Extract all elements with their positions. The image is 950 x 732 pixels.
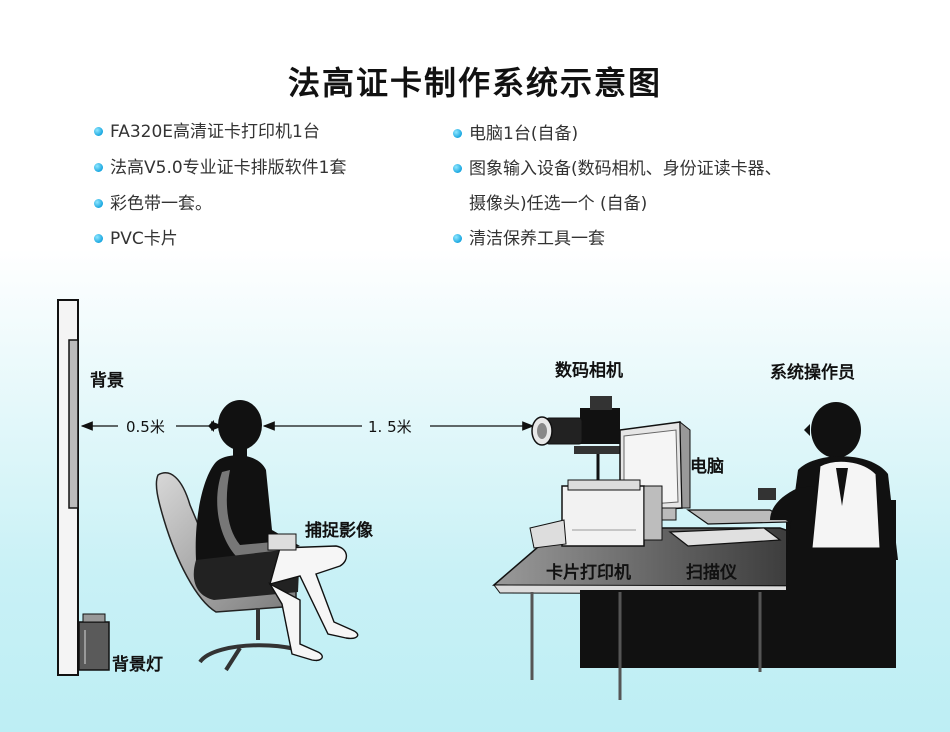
card-printer-icon bbox=[529, 479, 663, 549]
equipment-item: 清洁保养工具一套 bbox=[469, 229, 605, 249]
equipment-item-continued: 摄像头)任选一个 (自备) bbox=[469, 194, 648, 214]
label-computer: 电脑 bbox=[690, 457, 724, 477]
equipment-item: PVC卡片 bbox=[110, 229, 178, 249]
equipment-item: 图象输入设备(数码相机、身份证读卡器、 bbox=[469, 159, 782, 179]
label-capture-image: 捕捉影像 bbox=[305, 521, 373, 541]
camera-icon bbox=[531, 396, 620, 492]
bullet-icon bbox=[453, 164, 462, 173]
backdrop-board bbox=[57, 299, 79, 676]
background-light-icon bbox=[78, 613, 110, 671]
label-background-light: 背景灯 bbox=[112, 655, 163, 675]
bullet-icon bbox=[94, 234, 103, 243]
label-scanner: 扫描仪 bbox=[686, 563, 737, 583]
equipment-item: 彩色带一套。 bbox=[110, 194, 212, 214]
equipment-item: 法高V5.0专业证卡排版软件1套 bbox=[110, 158, 347, 178]
label-background: 背景 bbox=[90, 371, 124, 391]
bullet-icon bbox=[94, 127, 103, 136]
page-title: 法高证卡制作系统示意图 bbox=[287, 64, 662, 102]
bullet-icon bbox=[453, 234, 462, 243]
bullet-icon bbox=[453, 129, 462, 138]
scanner-icon bbox=[668, 509, 793, 547]
bullet-icon bbox=[94, 199, 103, 208]
label-card-printer: 卡片打印机 bbox=[546, 563, 631, 583]
equipment-item: FA320E高清证卡打印机1台 bbox=[110, 122, 320, 142]
label-camera: 数码相机 bbox=[555, 361, 623, 381]
label-operator: 系统操作员 bbox=[770, 363, 855, 383]
bullet-icon bbox=[94, 163, 103, 172]
seated-person-icon bbox=[193, 400, 359, 662]
label-distance-half-meter: 0.5米 bbox=[126, 418, 165, 436]
equipment-item: 电脑1台(自备) bbox=[469, 124, 579, 144]
operator-icon bbox=[758, 402, 898, 560]
label-distance-one-half-meter: 1. 5米 bbox=[368, 418, 412, 436]
